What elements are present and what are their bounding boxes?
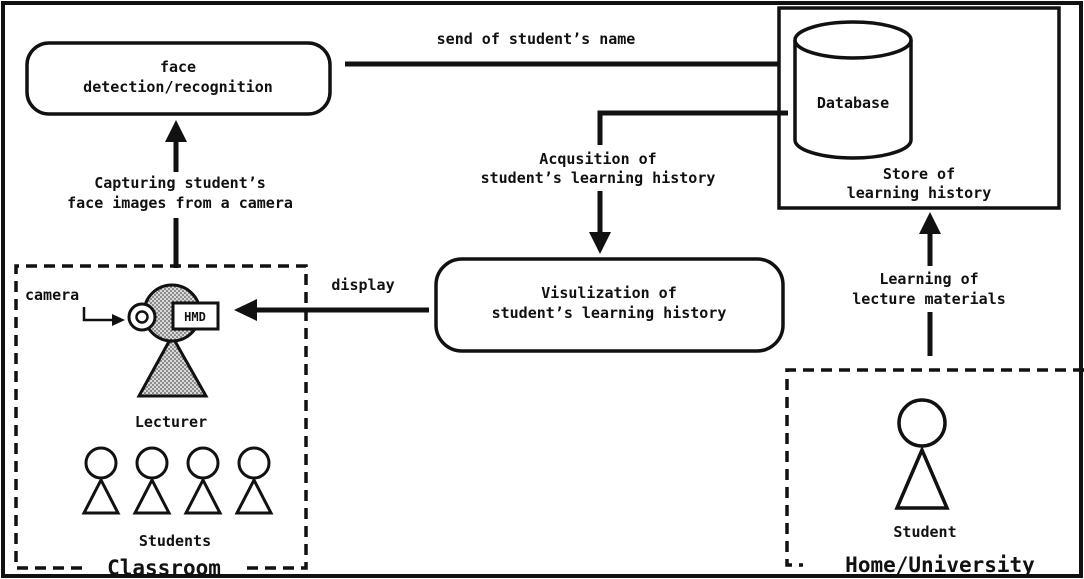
student-head [237, 446, 271, 480]
hmd-icon: HMD [171, 301, 220, 331]
visualization-line2: student’s learning history [492, 304, 727, 322]
camera-icon [127, 302, 157, 332]
student-icon [132, 446, 172, 515]
face-detection-node: face detection/recognition [25, 41, 332, 116]
display-arrow [234, 299, 429, 321]
acquisition-line2: student’s learning history [481, 169, 716, 187]
home-university-title: Home/University [845, 553, 1035, 577]
acquisition-line1: Acqusition of [539, 150, 656, 168]
visualization-node: Visulization of student’s learning histo… [434, 257, 785, 353]
student-body [132, 476, 172, 515]
learning-line2: lecture materials [852, 290, 1006, 308]
hmd-label: HMD [184, 310, 206, 324]
student-icon [81, 446, 121, 515]
face-detection-line1: face [160, 58, 196, 76]
display-label: display [331, 276, 394, 294]
capturing-line1: Capturing student’s [94, 174, 266, 192]
student-icon [234, 446, 274, 515]
student-head [84, 446, 118, 480]
capturing-label-bg [40, 172, 330, 218]
student-figure-home [894, 398, 950, 510]
classroom-group: Classroom [14, 264, 308, 579]
home-student-label: Student [893, 523, 956, 541]
learning-label-bg [820, 266, 1040, 312]
home-university-group: Home/University [785, 368, 1084, 577]
learning-line1: Learning of [879, 270, 978, 288]
acquisition-arrow [589, 110, 788, 254]
student-head [135, 446, 169, 480]
send-label: send of student’s name [437, 30, 636, 48]
student-head [186, 446, 220, 480]
classroom-title: Classroom [107, 556, 221, 579]
visualization-line1: Visulization of [541, 284, 676, 302]
students-label: Students [139, 532, 211, 550]
lecturer-label: Lecturer [135, 413, 207, 431]
student-icon [183, 446, 223, 515]
student-body [183, 476, 223, 515]
database-label: Database [817, 94, 889, 112]
capturing-line2: face images from a camera [67, 194, 293, 212]
camera-pointer-arrow [82, 307, 125, 326]
face-detection-line2: detection/recognition [83, 78, 273, 96]
student-body [81, 476, 121, 515]
camera-label: camera [25, 286, 79, 304]
acquisition-label-bg [440, 145, 760, 191]
send-arrow [345, 53, 808, 75]
student-body [234, 476, 274, 515]
store-line1: Store of [883, 165, 955, 183]
store-line2: learning history [847, 184, 992, 202]
students-group [81, 446, 274, 515]
database-cylinder: Database [793, 20, 913, 160]
